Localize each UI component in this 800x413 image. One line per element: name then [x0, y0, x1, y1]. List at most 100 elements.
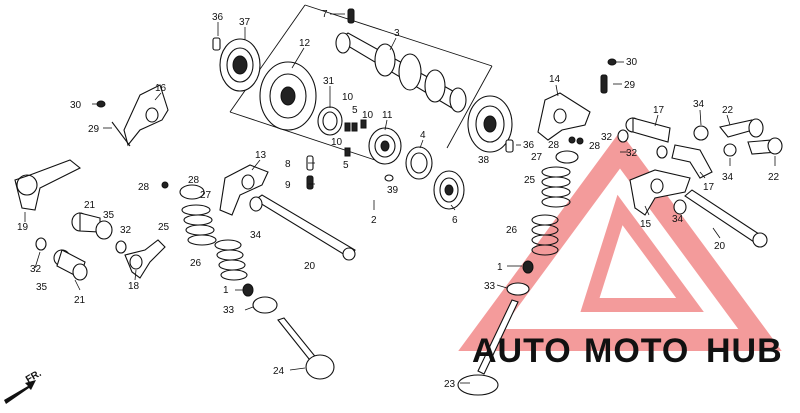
label-5: 5 — [343, 160, 349, 171]
label-28: 28 — [138, 182, 150, 193]
label-10: 10 — [331, 137, 343, 148]
label-12: 12 — [299, 38, 311, 49]
label-36: 36 — [212, 12, 224, 23]
label-1: 1 — [497, 262, 503, 273]
shaft-22-upper — [719, 118, 764, 138]
push-rod-20-right — [684, 189, 768, 248]
label-30: 30 — [70, 100, 82, 111]
watermark-hub: HUB — [706, 332, 783, 370]
label-4: 4 — [420, 130, 426, 141]
label-9: 9 — [285, 180, 291, 191]
label-33: 33 — [484, 281, 496, 292]
washer-34-right-b — [723, 143, 737, 157]
screw-29-right — [600, 74, 608, 94]
label-24: 24 — [273, 366, 285, 377]
label-13: 13 — [255, 150, 267, 161]
spring-7 — [347, 8, 355, 24]
camshaft-frame — [229, 4, 493, 161]
label-5: 5 — [352, 105, 358, 116]
label-10: 10 — [362, 110, 374, 121]
label-32: 32 — [120, 225, 132, 236]
shaft-22-lower — [747, 137, 783, 155]
label-21: 21 — [74, 295, 86, 306]
label-6: 6 — [452, 215, 458, 226]
shaft-17-lower — [671, 144, 713, 179]
washer-32-right-a — [617, 129, 629, 143]
spring-25-right — [541, 166, 571, 208]
label-33: 33 — [223, 305, 235, 316]
pin-39 — [384, 174, 394, 182]
spring-26-left — [214, 239, 248, 281]
label-3: 3 — [394, 28, 400, 39]
retainer-27-left — [179, 184, 205, 200]
shaft-21-bottom — [53, 249, 88, 281]
nut-30-left — [96, 100, 106, 108]
label-28: 28 — [188, 175, 200, 186]
ring-31 — [317, 106, 343, 136]
label-25: 25 — [524, 175, 536, 186]
bearing-38 — [467, 95, 513, 153]
washer-34-right-c — [673, 199, 687, 215]
rocker-arm-15 — [629, 169, 691, 216]
shaft-17-upper — [625, 117, 671, 143]
label-11: 11 — [382, 110, 393, 121]
watermark-text: AUTO MOTO HUB — [472, 332, 783, 370]
label-26: 26 — [190, 258, 202, 269]
label-28: 28 — [589, 141, 601, 152]
leader-lines — [24, 13, 776, 384]
label-21: 21 — [84, 200, 96, 211]
push-rod-20-left — [254, 194, 356, 261]
front-direction-arrow: FR. — [4, 368, 44, 404]
sprocket-12 — [259, 61, 317, 131]
seal-1-right — [522, 260, 534, 274]
label-18: 18 — [128, 281, 140, 292]
watermark-moto: MOTO — [584, 332, 689, 370]
label-37: 37 — [239, 17, 251, 28]
washer-33-left — [252, 296, 278, 314]
label-34: 34 — [672, 214, 684, 225]
label-26: 26 — [506, 225, 518, 236]
label-25: 25 — [158, 222, 170, 233]
label-23: 23 — [444, 379, 456, 390]
nut-30-right — [607, 58, 617, 66]
label-10: 10 — [342, 92, 354, 103]
shaft-18 — [124, 239, 166, 279]
label-27: 27 — [531, 152, 543, 163]
label-29: 29 — [624, 80, 636, 91]
label-22: 22 — [768, 172, 780, 183]
pin-36 — [212, 37, 221, 51]
spring-9 — [306, 175, 314, 190]
rocker-arm-16 — [123, 84, 169, 147]
label-20: 20 — [714, 241, 726, 252]
rocker-arm-14 — [537, 92, 591, 141]
shaft-19 — [14, 159, 82, 211]
washer-34-left — [249, 196, 263, 212]
label-16: 16 — [155, 83, 167, 94]
label-17: 17 — [703, 182, 715, 193]
valve-24 — [277, 317, 335, 380]
label-35: 35 — [103, 210, 115, 221]
valve-23 — [457, 299, 519, 396]
washer-32-b — [35, 237, 47, 251]
label-7: 7 — [322, 9, 328, 20]
washer-32-right-b — [656, 145, 668, 159]
front-direction-label: FR. — [24, 368, 44, 386]
washer-33-right — [506, 282, 530, 296]
label-34: 34 — [250, 230, 262, 241]
retainer-27-right — [555, 150, 579, 164]
pin-36-right — [505, 139, 514, 153]
washer-32-a — [115, 240, 127, 254]
washer-34-right-a — [693, 125, 709, 141]
rocker-arm-13 — [219, 164, 269, 216]
label-1: 1 — [223, 285, 229, 296]
label-35: 35 — [36, 282, 48, 293]
label-14: 14 — [549, 74, 561, 85]
label-32: 32 — [601, 132, 613, 143]
label-17: 17 — [653, 105, 665, 116]
bearing-37 — [219, 38, 261, 92]
ring-4 — [405, 146, 433, 180]
label-22: 22 — [722, 105, 734, 116]
decompressor-11 — [368, 127, 402, 165]
label-38: 38 — [478, 155, 490, 166]
